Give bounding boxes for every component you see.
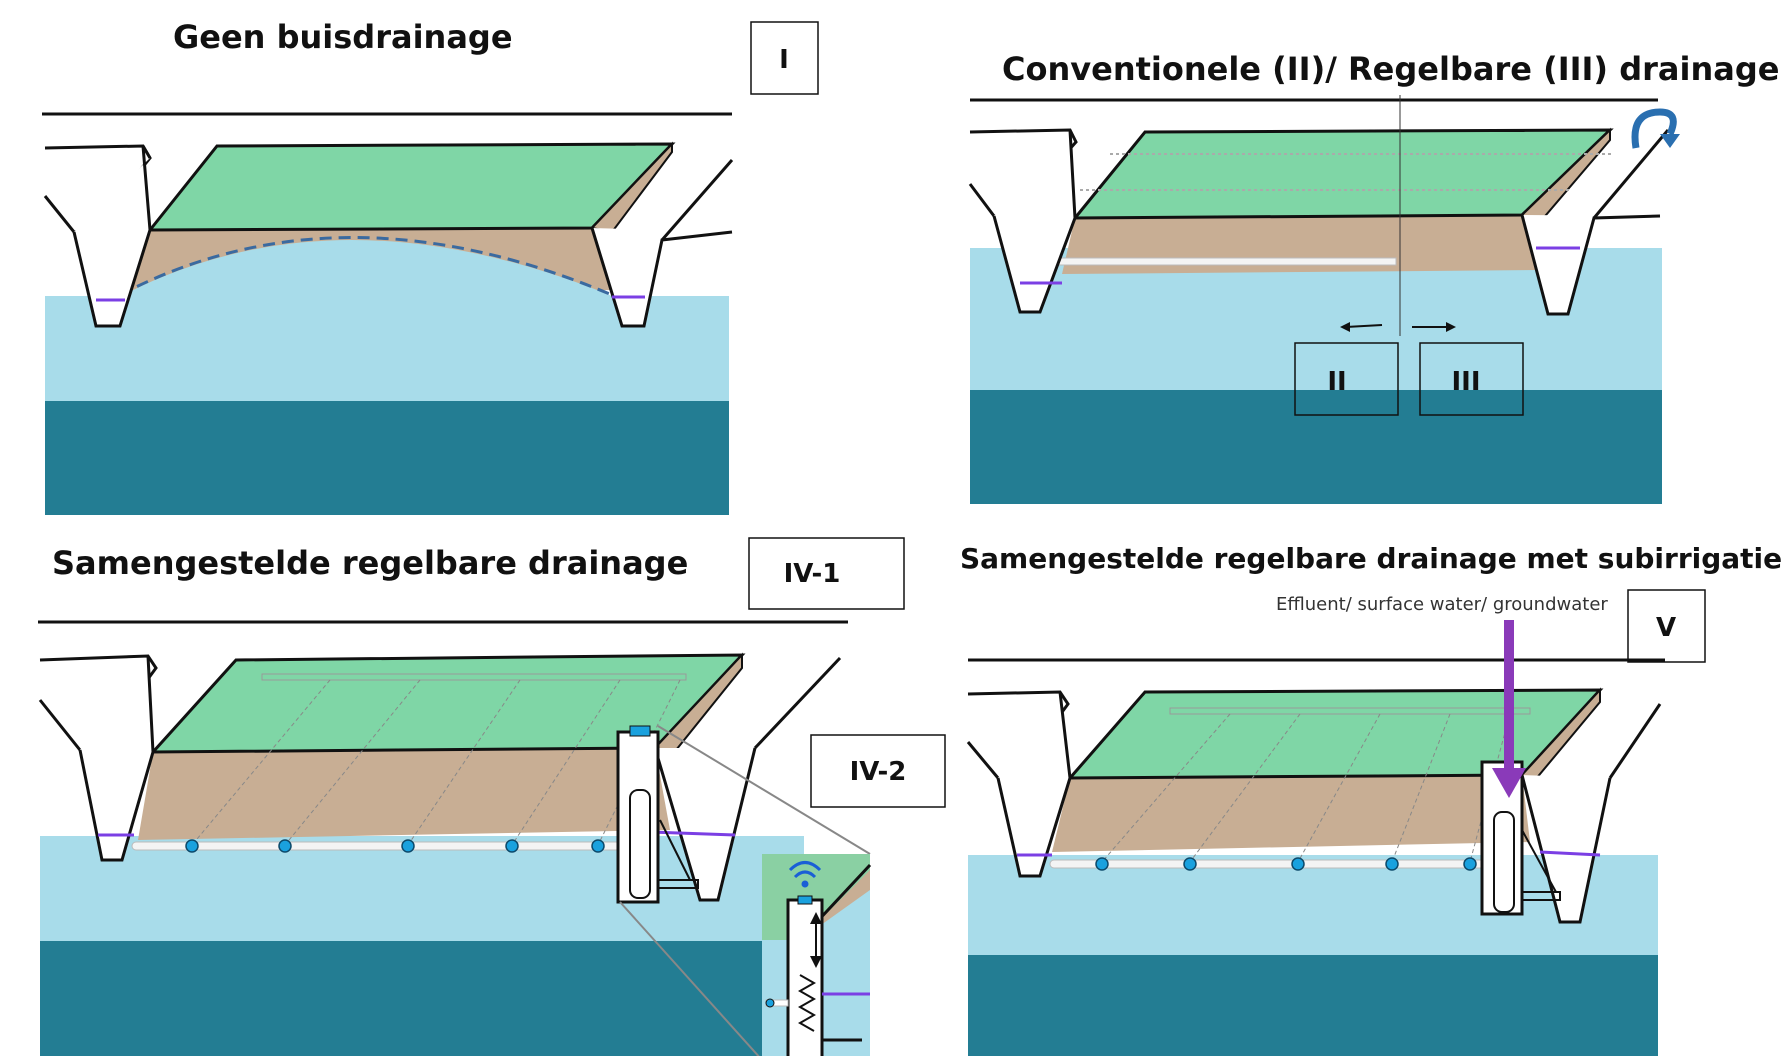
inset-label-box [810, 734, 946, 808]
drain-outlet-dot [591, 839, 605, 853]
label-box-iii [1419, 342, 1524, 416]
wifi-icon [788, 861, 822, 888]
panel-2-title: Conventionele (II)/ Regelbare (III) drai… [1002, 50, 1779, 88]
pipe-dots [185, 839, 605, 853]
ditch-right [1520, 774, 1612, 924]
drain-outlet-dot [1463, 857, 1477, 871]
ditch-right [653, 747, 757, 902]
drain-outlet-dot [401, 839, 415, 853]
panel-conventional-controlled: Conventionele (II)/ Regelbare (III) drai… [968, 50, 1779, 504]
groundwater-layer [45, 296, 729, 401]
drain-outlet-dot [1291, 857, 1305, 871]
ditch-right [590, 227, 733, 328]
collector-pipe [1049, 859, 1491, 869]
deep-aquifer-layer [45, 401, 729, 515]
pipe-dots [1095, 857, 1477, 871]
double-arrow-icon [810, 912, 822, 968]
collector-pipe [131, 841, 621, 851]
panel-3-label: IV-1 [784, 559, 841, 589]
label-iii: III [1451, 367, 1480, 397]
lateral-drains [1101, 713, 1511, 863]
panel-4-title: Samengestelde regelbare drainage met sub… [960, 542, 1782, 575]
panel-1-title: Geen buisdrainage [173, 18, 513, 56]
deep-aquifer-layer [40, 941, 804, 1056]
drain-outlet-dot [1183, 857, 1197, 871]
panel-4-label: V [1656, 613, 1676, 643]
ditch-left [992, 129, 1077, 314]
label-ii: II [1327, 367, 1346, 397]
source-note: Effluent/ surface water/ groundwater [1276, 594, 1608, 615]
drain-outlet-dot [1385, 857, 1399, 871]
inset-label: IV-2 [850, 757, 907, 787]
drain-pipe [1043, 257, 1397, 266]
down-arrow-icon [1492, 620, 1526, 798]
deep-aquifer-layer [970, 390, 1662, 504]
panel-composite-controlled: Samengestelde regelbare drainage IV-1 [38, 537, 946, 1056]
rotate-arrow-icon [1631, 108, 1680, 149]
ditch-left [996, 691, 1072, 878]
ditch-left [78, 655, 155, 862]
field-surface [1071, 128, 1614, 220]
label-box-ii [1294, 342, 1399, 416]
inset-iv2 [762, 854, 872, 1056]
groundwater-table-line [119, 236, 613, 297]
ditch-right [1520, 214, 1661, 316]
drain-outlet-dot [278, 839, 292, 853]
control-well [1480, 760, 1561, 916]
panel-4-label-box [1627, 589, 1706, 663]
field-surface [146, 142, 676, 232]
control-well [616, 725, 699, 904]
spring-icon [797, 974, 817, 1032]
panel-no-drainage: Geen buisdrainage I [42, 18, 819, 515]
deep-aquifer-layer [968, 955, 1658, 1056]
double-arrow-icon [1340, 322, 1456, 332]
soil-profile [138, 748, 670, 840]
panel-3-label-box [748, 537, 905, 610]
groundwater-dome [125, 239, 612, 300]
drain-outlet-dot [185, 839, 199, 853]
drain-outlet-dot [1095, 857, 1109, 871]
panel-3-title: Samengestelde regelbare drainage [52, 544, 688, 582]
drain-outlet-dot [505, 839, 519, 853]
panel-1-label: I [779, 45, 789, 75]
panel-1-label-box [750, 21, 819, 95]
groundwater-layer [968, 855, 1658, 955]
soil-profile [1052, 775, 1530, 852]
ditch-left [72, 145, 152, 328]
panel-subirrigation: Samengestelde regelbare drainage met sub… [960, 542, 1782, 1056]
